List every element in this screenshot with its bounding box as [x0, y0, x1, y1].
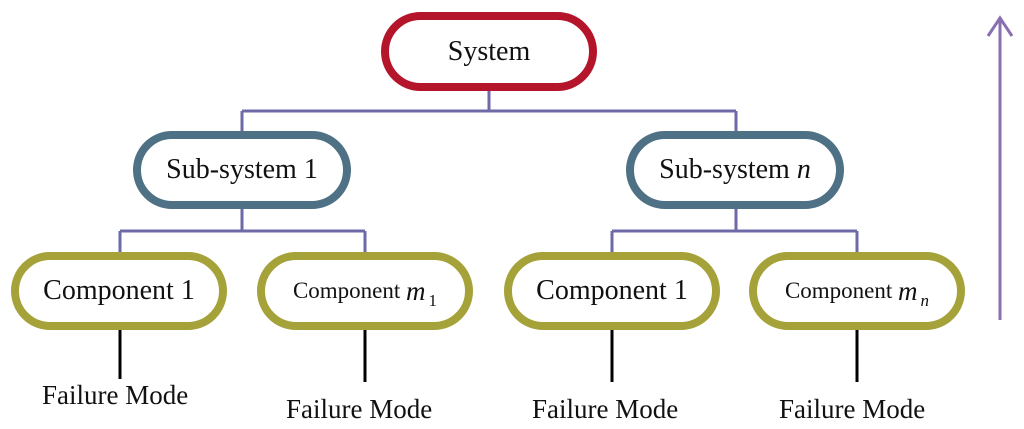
subsystem-1-node: Sub-system 1: [133, 131, 351, 209]
component-mn-label: Component: [784, 278, 899, 303]
component-1-node: Component 1: [11, 252, 227, 330]
component-1-n-node: Component 1: [504, 252, 720, 330]
system-node: System: [381, 12, 597, 91]
subsystem-n-prefix: Sub-system: [659, 154, 797, 185]
bottom-up-arrow-head: [986, 15, 1014, 37]
subsystem-1-prefix: Sub-system: [166, 154, 304, 185]
component-mn-subscript: n: [920, 291, 930, 310]
failure-mode-label-2: Failure Mode: [286, 394, 433, 424]
subsystem-n-variable: n: [796, 154, 811, 185]
failure-mode-label-3: Failure Mode: [532, 394, 679, 424]
component-m1-subscript: 1: [428, 291, 438, 310]
failure-mode-label-4: Failure Mode: [779, 394, 926, 424]
subsystem-1-number: 1: [303, 154, 318, 185]
system-label: System: [447, 35, 531, 67]
component-1-label: Component 1: [43, 275, 195, 306]
component-1-n-label: Component 1: [536, 275, 688, 306]
subsystem-n-node: Sub-system n: [626, 131, 844, 209]
component-m1-label: Component: [292, 278, 407, 303]
component-mn-variable: m: [898, 275, 918, 306]
failure-mode-label-1: Failure Mode: [42, 380, 189, 410]
component-m1-variable: m: [406, 275, 426, 306]
